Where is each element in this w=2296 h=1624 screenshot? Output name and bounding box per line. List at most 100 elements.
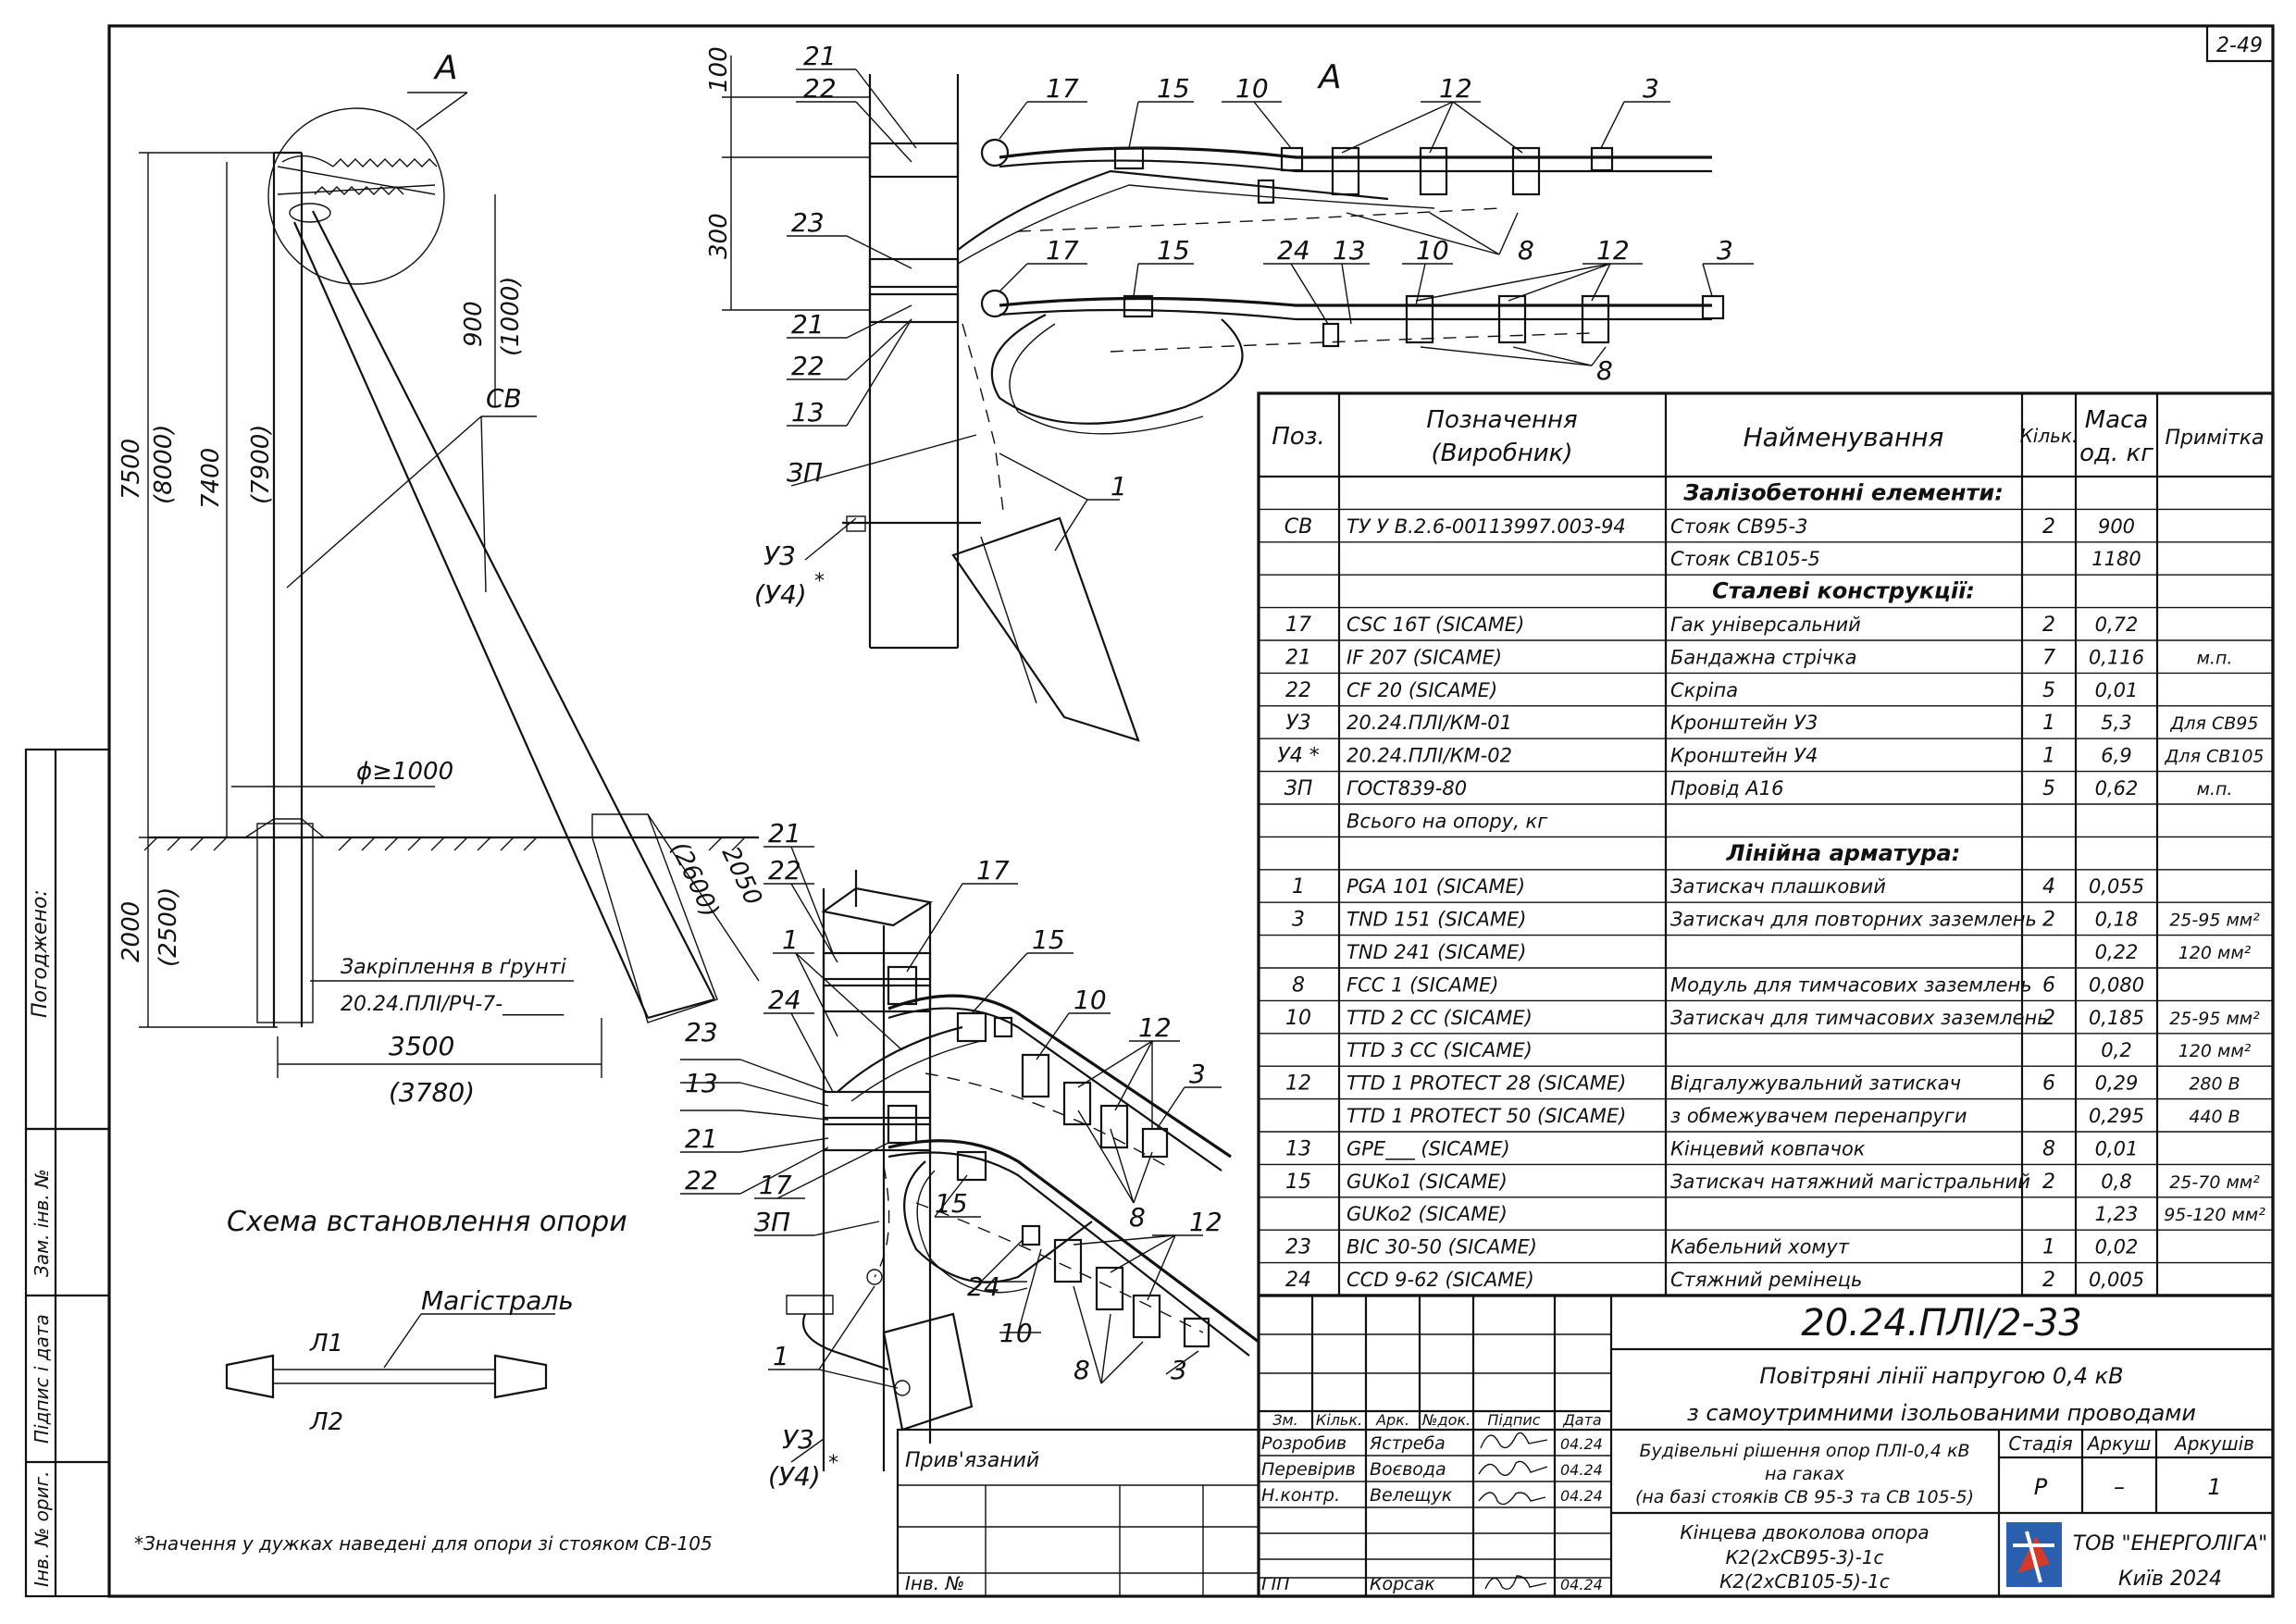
spec-cell-des: 20.24.ПЛІ/КМ-02 xyxy=(1347,745,1512,767)
spec-cell-des: TTD 1 PROTECT 50 (SICAME) xyxy=(1347,1105,1626,1127)
spec-cell-des: CF 20 (SICAME) xyxy=(1347,679,1497,701)
dim-3500: 3500 xyxy=(389,1031,454,1061)
spec-header-qty: Кільк. xyxy=(2020,425,2079,447)
spec-cell-note: 95-120 мм² xyxy=(2164,1205,2265,1225)
spec-cell-mass: 0,005 xyxy=(2089,1269,2144,1291)
dim-300: 300 xyxy=(705,213,733,259)
iso-callout-21b: 21 xyxy=(685,1123,718,1154)
dim-phi: ϕ≥1000 xyxy=(356,758,453,786)
company-name: ТОВ "ЕНЕРГОЛІГА" xyxy=(2073,1532,2268,1556)
iso-callout-13: 13 xyxy=(685,1068,718,1098)
spec-cell-mass: 0,62 xyxy=(2095,777,2139,800)
sheets-label: Аркушів xyxy=(2173,1432,2254,1455)
iso-callout-1: 1 xyxy=(782,924,799,955)
iso-callout-17: 17 xyxy=(976,855,1010,886)
spec-cell-note: 120 мм² xyxy=(2178,943,2252,963)
spec-cell-des: TTD 1 PROTECT 28 (SICAME) xyxy=(1347,1072,1626,1095)
spec-cell-qty: 2 xyxy=(2042,1171,2055,1194)
callout-23: 23 xyxy=(791,207,825,238)
spec-cell-mass: 0,01 xyxy=(2095,1137,2139,1159)
side-label-pidpys: Підпис і дата xyxy=(31,1314,53,1444)
spec-cell-name: Затискач для тимчасових заземлень xyxy=(1670,1007,2049,1029)
subject-line-1: Повітряні лінії напругою 0,4 кВ xyxy=(1759,1363,2123,1389)
callout-10a: 10 xyxy=(1235,73,1269,104)
spec-cell-mass: 0,116 xyxy=(2089,646,2144,668)
callout-1: 1 xyxy=(1111,471,1127,502)
spec-cell-note: 25-95 мм² xyxy=(2169,911,2260,931)
dim-7900: (7900) xyxy=(247,425,275,504)
spec-cell-name: з обмежувачем перенапруги xyxy=(1670,1105,1967,1127)
spec-section-title: Залізобетонні елементи: xyxy=(1682,479,2004,505)
callout-17a: 17 xyxy=(1046,73,1079,104)
spec-cell-note: 25-70 мм² xyxy=(2169,1172,2260,1193)
spec-cell-name: Модуль для тимчасових заземлень xyxy=(1670,973,2032,996)
footnote: *Значення у дужках наведені для опори зі… xyxy=(134,1532,713,1555)
dim-900: 900 xyxy=(460,301,488,347)
spec-cell-qty: 5 xyxy=(2042,679,2055,702)
spec-cell-pos: 22 xyxy=(1285,679,1311,702)
spec-cell-mass: 0,295 xyxy=(2089,1105,2144,1127)
callout-22b: 22 xyxy=(791,351,825,381)
spec-cell-mass: 6,9 xyxy=(2101,745,2131,767)
spec-cell-pos: 10 xyxy=(1285,1007,1311,1030)
iso-callout-12a: 12 xyxy=(1138,1012,1172,1043)
spec-cell-pos: У4 * xyxy=(1277,745,1319,768)
drawing-line-2: К2(2хСВ95-3)-1с xyxy=(1725,1546,1883,1568)
spec-cell-des: GUKo1 (SICAME) xyxy=(1347,1171,1508,1193)
spec-cell-mass: 5,3 xyxy=(2101,712,2131,734)
iso-callout-22b: 22 xyxy=(685,1165,718,1196)
callout-12a: 12 xyxy=(1439,73,1472,104)
callout-15a: 15 xyxy=(1157,73,1190,104)
callout-3a: 3 xyxy=(1643,73,1659,104)
spec-cell-mass: 0,02 xyxy=(2095,1236,2139,1258)
spec-cell-pos: 23 xyxy=(1285,1236,1311,1259)
spec-cell-note: 25-95 мм² xyxy=(2169,1009,2260,1029)
spec-section-title: Лінійна арматура: xyxy=(1726,840,1961,866)
spec-cell-des: TND 151 (SICAME) xyxy=(1347,909,1526,931)
dim-2050: 2050 xyxy=(716,842,767,910)
dim-2500: (2500) xyxy=(155,887,182,967)
spec-cell-pos: СВ xyxy=(1285,515,1312,539)
spec-cell-pos: 21 xyxy=(1285,646,1311,669)
spec-cell-qty: 8 xyxy=(2042,1137,2055,1160)
iso-callout-22: 22 xyxy=(768,855,801,886)
callout-13b: 13 xyxy=(791,397,825,428)
spec-cell-mass: 0,080 xyxy=(2089,973,2144,996)
spec-cell-mass: 0,2 xyxy=(2101,1039,2131,1061)
sheet-value: – xyxy=(2114,1474,2125,1500)
callout-u4: (У4) xyxy=(754,579,807,610)
dim-7400: 7400 xyxy=(197,448,225,509)
side-label-inv-oryg: Інв. № ориг. xyxy=(31,1471,53,1587)
spec-cell-pos: 12 xyxy=(1285,1072,1311,1096)
signer-name-3: Корсак xyxy=(1370,1574,1435,1594)
mainline-label: Магістраль xyxy=(421,1285,574,1316)
spec-cell-qty: 2 xyxy=(2042,614,2055,637)
callout-u3: У3 xyxy=(763,540,796,571)
callout-17b: 17 xyxy=(1046,235,1079,266)
callout-star: * xyxy=(814,570,825,593)
spec-cell-des: TTD 3 CC (SICAME) xyxy=(1347,1039,1533,1061)
spec-cell-des: BIC 30-50 (SICAME) xyxy=(1347,1236,1537,1258)
spec-cell-qty: 6 xyxy=(2042,1072,2055,1096)
col-header-zm: Зм. xyxy=(1272,1411,1297,1429)
schema-title: Схема встановлення опори xyxy=(227,1206,627,1238)
spec-cell-note: 280 В xyxy=(2189,1074,2240,1095)
spec-cell-pos: ЗП xyxy=(1285,777,1313,800)
spec-cell-des: GUKo2 (SICAME) xyxy=(1347,1203,1508,1225)
detail-a-view: А 100 300 xyxy=(705,41,1754,742)
spec-cell-pos: 24 xyxy=(1285,1269,1311,1292)
ground-fix-label: Закріплення в ґрунті xyxy=(341,956,566,979)
iso-callout-8b: 8 xyxy=(1074,1355,1090,1385)
l2-label: Л2 xyxy=(309,1408,343,1436)
spec-cell-name: Затискач для повторних заземлень xyxy=(1670,909,2037,931)
spec-cell-mass: 0,18 xyxy=(2095,909,2139,931)
spec-cell-qty: 2 xyxy=(2042,1007,2055,1030)
subject-line-2: з самоутримними ізольованими проводами xyxy=(1687,1400,2196,1426)
spec-header-designation-1: Позначення xyxy=(1426,406,1577,434)
col-header-data: Дата xyxy=(1562,1411,1601,1429)
col-header-pidpys: Підпис xyxy=(1487,1411,1540,1429)
isometric-view: 21 22 17 15 1 24 10 12 23 13 21 22 17 3 … xyxy=(680,818,1260,1492)
view-a-label: А xyxy=(433,49,458,87)
